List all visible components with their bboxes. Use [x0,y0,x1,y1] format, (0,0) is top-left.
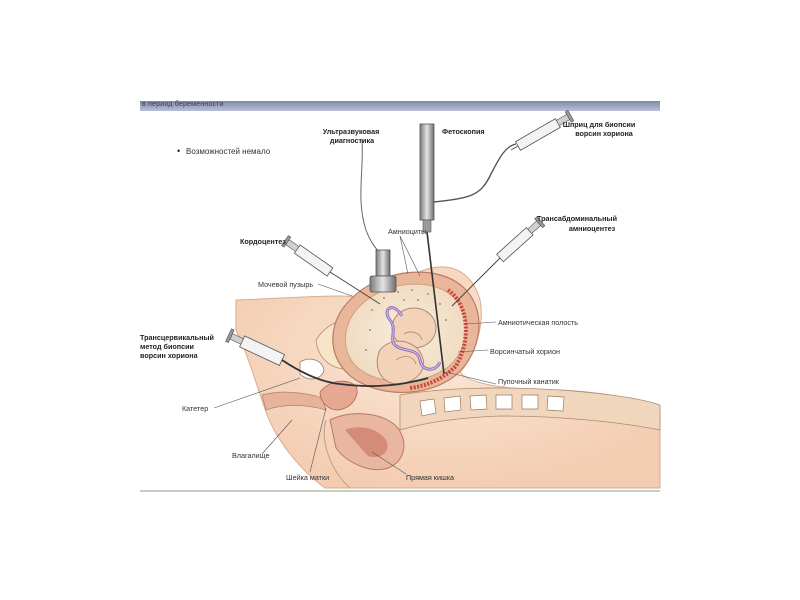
label-cervix: Шейка матки [286,473,329,482]
instruments [225,109,575,387]
footer-divider [140,490,660,492]
diagram-labels: Ультразвуковая диагностика Фетоскопия Шп… [140,120,638,482]
label-amniocytes: Амниоциты [388,227,426,236]
label-rectum: Прямая кишка [406,473,454,482]
label-fetoscopy: Фетоскопия [442,127,485,136]
body-section [235,266,661,489]
label-amniotic-cavity: Амниотическая полость [498,318,578,327]
label-ultrasound: Ультразвуковая диагностика [323,127,382,145]
label-catheter: Катетер [182,404,208,413]
label-transcervical: Трансцервикальный метод биопсии ворсин х… [140,333,216,360]
label-umbilical-cord: Пупочный канатик [498,377,560,386]
leader-lines [213,235,497,475]
header-title: в период беременности [142,101,224,108]
header-bar [140,101,660,111]
label-transabdominal: Трансабдоминальный амниоцентез [537,214,619,233]
label-bladder: Мочевой пузырь [258,280,313,289]
label-syringe: Шприц для биопсии ворсин хориона [563,120,638,138]
label-vagina: Влагалище [232,451,270,460]
label-chorion: Ворсинчатый хорион [490,347,560,356]
bullet-item: Возможностей немало [177,146,270,156]
label-cordocentesis: Кордоцентез [240,237,286,246]
